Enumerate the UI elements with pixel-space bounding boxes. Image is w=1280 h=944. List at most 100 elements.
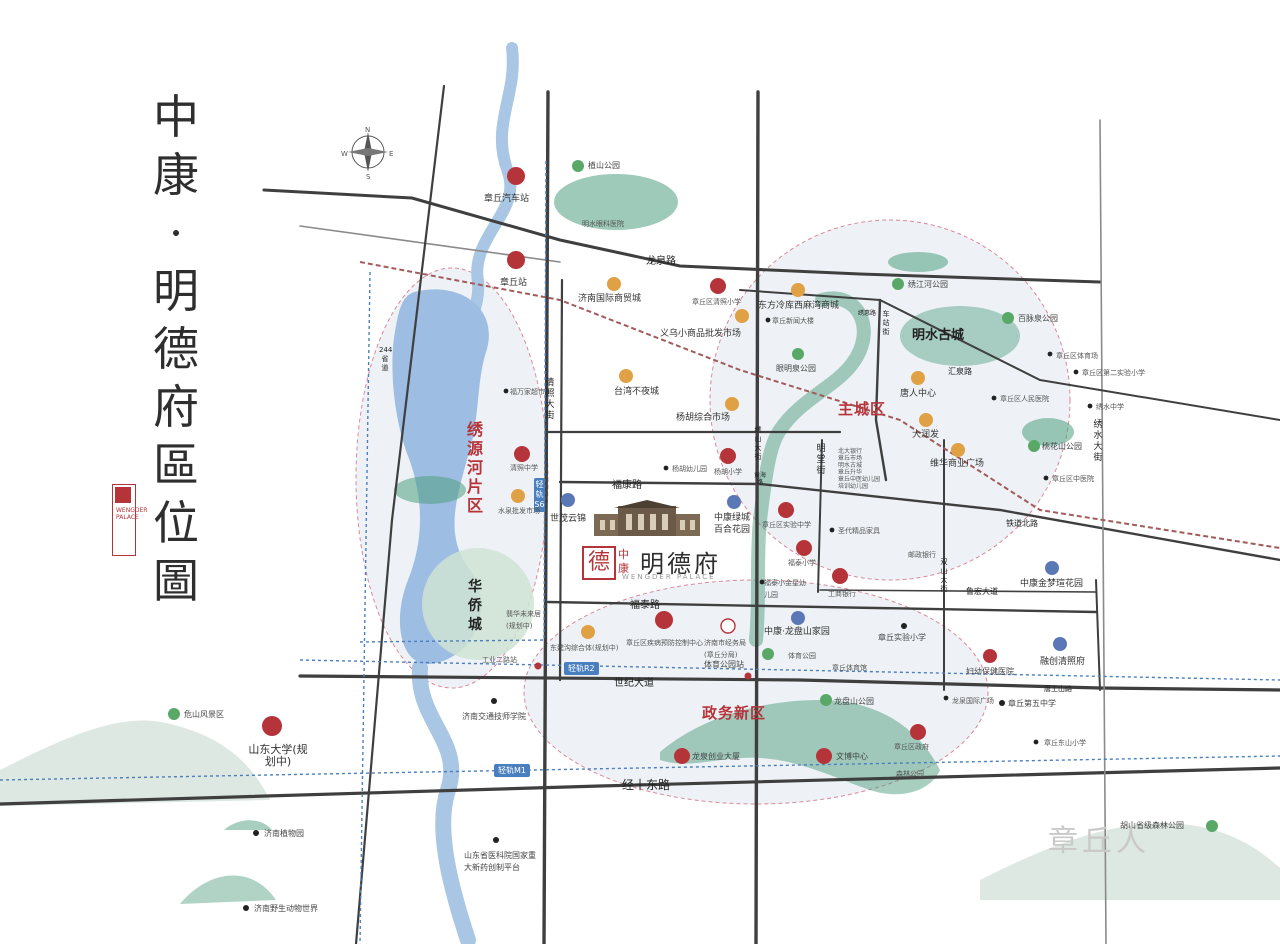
- location-markers: [262, 167, 997, 764]
- residence-markers: [561, 493, 1067, 651]
- title-char: 區: [153, 438, 199, 492]
- poi-label: 章丘区政府: [894, 743, 929, 751]
- title-char: 位: [153, 496, 199, 550]
- hills-huashan: [980, 823, 1280, 900]
- poi-label: 山东大学(规划中): [248, 743, 308, 768]
- road-huishan: 绣山大街: [754, 426, 762, 461]
- compass-s: S: [366, 173, 371, 181]
- transit-s6: 轻轨S6: [534, 478, 545, 512]
- poi-label: 章丘站: [500, 278, 528, 288]
- poi-label: 福万家超市: [510, 388, 545, 396]
- poi-label: 危山风景区: [184, 710, 224, 719]
- poi-label: 龙泉国际广场: [952, 697, 994, 705]
- poi-label: 福泰小学: [788, 559, 816, 567]
- seal-text: WENGDER PALACE: [116, 507, 148, 521]
- poi-label: 中康金梦瑄花园: [1020, 579, 1084, 589]
- map-title: 中 康 · 明 德 府 區 位 圖: [146, 88, 206, 610]
- road-tangwang: 唐王山路: [1044, 685, 1072, 693]
- poi-label: 济南国际商贸城: [578, 294, 642, 304]
- poi-label: 世茂云锦: [550, 514, 587, 524]
- title-char: 中: [153, 90, 199, 144]
- poi-label: 章丘区清照小学: [692, 298, 741, 306]
- title-char: 府: [153, 380, 199, 434]
- road-huiquan: 汇泉路: [948, 367, 972, 376]
- poi-label: 绣江河公园: [908, 280, 948, 289]
- poi-label: 中康·龙盘山家园: [764, 627, 830, 637]
- road-fuzai: 福泰路: [630, 600, 660, 611]
- poi-label: 圣代精品家具: [838, 527, 880, 535]
- poi-label: 杨胡综合市场: [676, 413, 731, 423]
- poi-label: 妇幼保健医院: [966, 667, 1014, 676]
- poi-label: 章丘新闻大楼: [772, 317, 814, 325]
- poi-label: 翡华未来居(规划中): [506, 610, 541, 630]
- compass-n: N: [365, 126, 371, 134]
- park-gucheng: [900, 306, 1020, 366]
- road-mingtang: 明堂街: [816, 444, 826, 476]
- project-building-illustration: [594, 500, 700, 536]
- road-xiushui: 绣水大街: [1093, 420, 1103, 463]
- road-jingshi: 经十东路: [622, 778, 671, 792]
- park-longpan: [660, 700, 940, 795]
- title-char: 德: [153, 322, 199, 376]
- poi-label: 桃花山公园: [1042, 442, 1082, 451]
- legend-item: 章丘升华: [838, 469, 863, 476]
- poi-label: 植山公园: [588, 161, 620, 170]
- park-zhishan: [554, 174, 678, 230]
- poi-label: 明水眼科医院: [582, 220, 624, 228]
- commerce-markers: [511, 277, 965, 639]
- poi-label: 章丘区人民医院: [1000, 395, 1049, 403]
- hills-weishan: [0, 720, 270, 806]
- transit-r2: 轻轨R2: [564, 662, 599, 675]
- poi-label: 清照中学: [510, 464, 538, 472]
- small-dots: [243, 317, 1093, 911]
- legend-item: 章丘中医幼儿园: [838, 476, 881, 483]
- park-taohua: [1022, 418, 1074, 446]
- road-huihong: 鲁宏大道: [966, 587, 998, 596]
- poi-label: 福泰小金星幼儿园: [764, 579, 806, 599]
- compass-rose: [348, 132, 388, 172]
- river-south: [411, 660, 476, 944]
- poi-label: 大润发: [912, 430, 940, 440]
- road-shiji: 世纪大道: [614, 678, 654, 689]
- hills-botanic: [224, 820, 272, 830]
- road-tielu: 铁道北路: [1006, 519, 1038, 528]
- poi-label: 台湾不夜城: [614, 387, 660, 397]
- poi-label: 工商银行: [828, 590, 856, 598]
- compass-e: E: [389, 150, 394, 158]
- poi-label: 章丘区疾病预防控制中心: [626, 639, 703, 647]
- park-jiangshi: [888, 252, 948, 272]
- legend-item: 培训幼儿园: [838, 483, 869, 490]
- mini-legend: 北大银行 章丘市场 明水古城 章丘升华 章丘中医幼儿园 培训幼儿园: [838, 448, 880, 490]
- poi-label: 体育公园站: [704, 660, 744, 669]
- road-network: [0, 84, 1280, 944]
- poi-label: 济南野生动物世界: [254, 904, 318, 913]
- poi-label: 济南植物园: [264, 829, 304, 838]
- poi-label: 维华商业广场: [930, 459, 985, 469]
- hills-zoo: [180, 875, 276, 904]
- poi-label: 融创清照府: [1040, 657, 1086, 667]
- legend-item: 北大银行: [838, 448, 863, 455]
- poi-label: 百脉泉公园: [1018, 314, 1058, 323]
- seal-mark: [115, 487, 131, 503]
- zone-gov-new: 政务新区: [702, 704, 767, 722]
- transit-lines: [0, 159, 1280, 944]
- park-markers: [168, 160, 1218, 832]
- road-shuangshan: 双山大街: [940, 558, 948, 593]
- poi-label: 章丘汽车站: [484, 194, 530, 204]
- main-city-circle: [709, 219, 1071, 581]
- poi-label: 济南交通技师学院: [462, 712, 526, 721]
- river: [462, 42, 519, 342]
- project-brand: 中康: [618, 548, 629, 575]
- poi-label: 邮政银行: [908, 551, 936, 559]
- title-char: 康: [153, 148, 199, 202]
- legend-item: 明水古城: [838, 462, 863, 469]
- zone-main-city: 主城区: [838, 400, 887, 418]
- poi-label: 章丘区体育场: [1056, 352, 1098, 360]
- title-char: ·: [168, 206, 184, 260]
- project-name: 明德府: [640, 550, 721, 578]
- poi-label: 东方冷库西麻湾商城: [758, 301, 840, 311]
- project-en-name: WENGDER PALACE: [622, 573, 716, 581]
- poi-label: 章丘区第二实验小学: [1082, 369, 1145, 377]
- poi-label: 章丘区实验中学: [762, 521, 811, 529]
